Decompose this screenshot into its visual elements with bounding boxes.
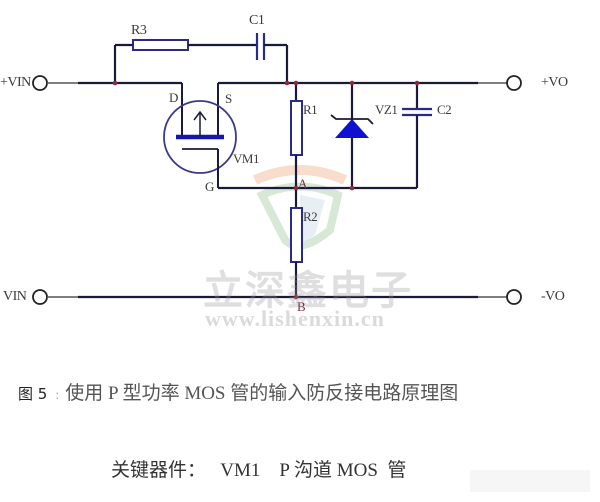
vo-plus-terminal — [506, 75, 522, 91]
label-c2: C2 — [437, 102, 452, 117]
vin-minus-terminal — [32, 289, 48, 305]
key-component-line: 关键器件： VM1 P 沟道 MOS 管 — [111, 455, 406, 482]
resistor-r3 — [132, 39, 189, 51]
vin-plus-terminal — [32, 75, 48, 91]
corner-watermark — [470, 470, 590, 492]
mosfet-vm1-icon — [163, 83, 237, 188]
label-c1: C1 — [249, 13, 265, 28]
junction-dots — [112, 80, 420, 300]
label-r1: R1 — [303, 102, 318, 117]
label-vin-plus: +VIN — [0, 75, 31, 90]
label-node-b: B — [297, 299, 306, 314]
figure-label: 图 5 — [18, 385, 48, 403]
label-vo-minus: -VO — [541, 289, 565, 304]
label-vo-plus: +VO — [541, 75, 568, 90]
label-vz1: VZ1 — [375, 102, 398, 117]
caption-separator: : — [55, 388, 60, 403]
watermark-url: www.lishenxin.cn — [205, 306, 385, 331]
vo-minus-terminal — [506, 289, 522, 305]
key-component-label: 关键器件： — [111, 460, 207, 481]
key-component-value: VM1 P 沟道 MOS 管 — [206, 460, 407, 481]
label-pin-g: G — [205, 179, 214, 194]
resistor-r1 — [290, 100, 303, 156]
zener-diode-vz1-icon — [335, 119, 369, 138]
label-pin-d: D — [169, 90, 178, 105]
watermark-company: 立深鑫电子 — [203, 268, 413, 314]
figure-caption: 图 5: 使用 P 型功率 MOS 管的输入防反接电路原理图 — [18, 378, 458, 405]
label-r2: R2 — [303, 209, 318, 224]
label-r3: R3 — [131, 23, 147, 38]
resistor-r2 — [290, 207, 303, 263]
label-node-a: A — [298, 176, 307, 191]
label-vin-minus: VIN — [3, 289, 27, 304]
label-vm1: VM1 — [233, 151, 259, 166]
caption-text: 使用 P 型功率 MOS 管的输入防反接电路原理图 — [65, 383, 459, 404]
label-pin-s: S — [225, 91, 232, 106]
